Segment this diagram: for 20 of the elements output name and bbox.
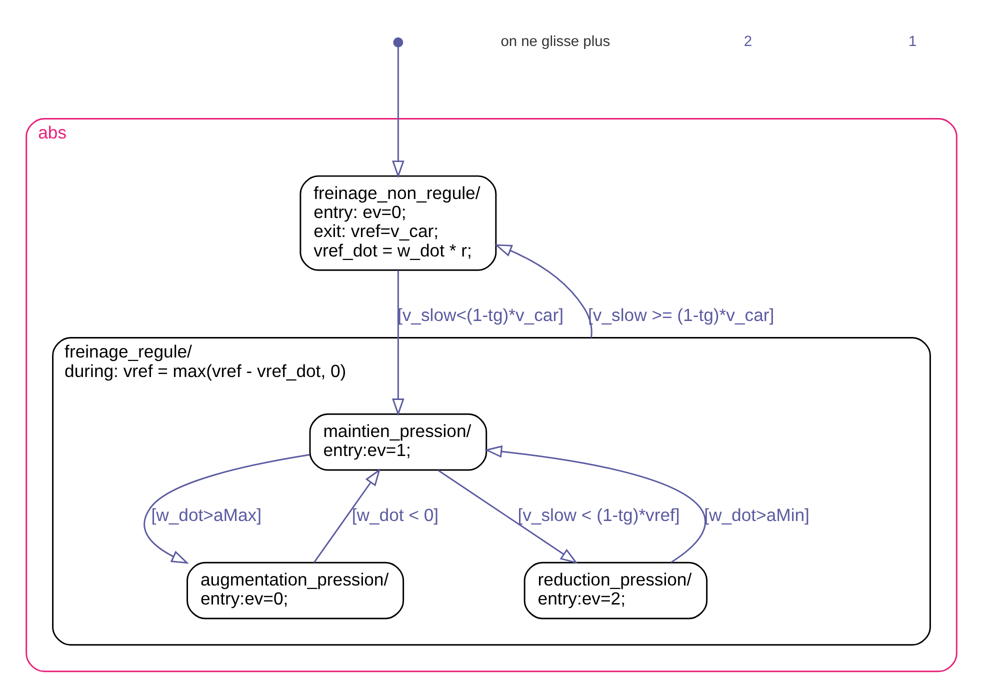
label: on ne glisse plus	[500, 34, 610, 50]
arrow	[313, 468, 381, 562]
node-box: maintien_pression/ entry:ev=1;	[309, 412, 488, 470]
edge-label: [v_slow < (1-tg)*vref]	[518, 504, 680, 524]
arrow	[392, 46, 404, 178]
label: 2	[744, 34, 752, 50]
edge-label: [w_dot < 0]	[352, 504, 439, 524]
node-circle	[393, 36, 404, 47]
edge-label: [w_dot>aMin]	[704, 504, 810, 524]
arrow	[438, 469, 578, 564]
label: 1	[908, 34, 917, 50]
arrow	[484, 444, 706, 562]
edge-label: [v_slow >= (1-tg)*v_car]	[588, 304, 774, 324]
arrow	[494, 244, 592, 338]
node-box: reduction_pression/ entry:ev=2;	[524, 561, 708, 619]
edge-label: [w_dot>aMax]	[151, 504, 262, 524]
arrow	[392, 270, 404, 416]
node-box: augmentation_pression/ entry:ev=0;	[186, 561, 404, 619]
arrow	[144, 453, 310, 564]
node-box: freinage_non_regule/ entry: ev=0; exit: vref=v_car; vref_dot = w_dot * r;	[300, 174, 497, 270]
